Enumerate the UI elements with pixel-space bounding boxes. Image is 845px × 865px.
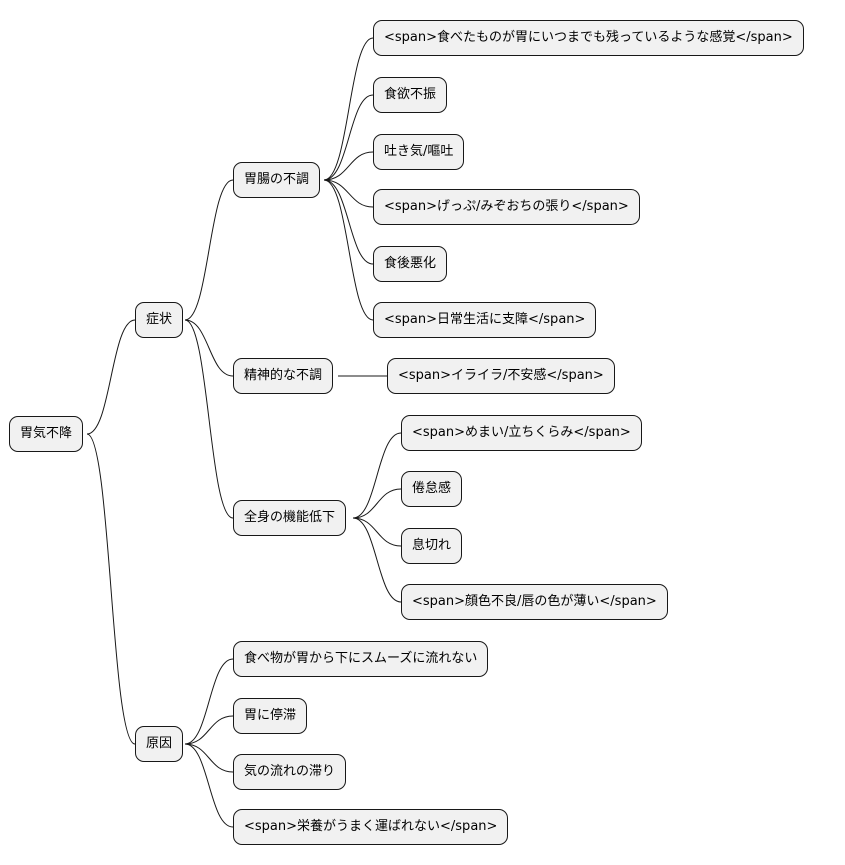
link-gi-4 xyxy=(323,179,374,208)
link-root-causes xyxy=(86,433,136,745)
node-cause-item: 食べ物が胃から下にスムーズに流れない xyxy=(233,641,489,677)
link-causes-1 xyxy=(184,658,234,745)
node-gi-group: 胃腸の不調 xyxy=(233,162,321,198)
link-body-2 xyxy=(352,488,402,519)
node-body-item: <span>顔色不良/唇の色が薄い</span> xyxy=(401,584,668,620)
node-gi-item: 吐き気/嘔吐 xyxy=(373,134,465,170)
link-symptoms-gi xyxy=(184,179,234,321)
node-gi-item: <span>日常生活に支障</span> xyxy=(373,302,597,338)
link-causes-3 xyxy=(184,743,234,773)
link-gi-2 xyxy=(323,94,374,181)
link-gi-3 xyxy=(323,151,374,181)
link-root-symptoms xyxy=(86,319,136,435)
node-gi-item: <span>食べたものが胃にいつまでも残っているような感覚</span> xyxy=(373,20,804,56)
node-body-item: 倦怠感 xyxy=(401,471,463,507)
link-causes-2 xyxy=(184,715,234,745)
link-causes-4 xyxy=(184,743,234,828)
link-symptoms-body xyxy=(184,319,234,519)
link-gi-5 xyxy=(323,179,374,265)
link-body-3 xyxy=(352,517,402,547)
node-cause-item: 気の流れの滞り xyxy=(233,754,347,790)
node-body-item: 息切れ xyxy=(401,528,463,564)
link-body-1 xyxy=(352,432,402,519)
node-cause-item: <span>栄養がうまく運ばれない</span> xyxy=(233,809,509,845)
node-mental-group: 精神的な不調 xyxy=(233,358,334,394)
node-cause-item: 胃に停滞 xyxy=(233,698,308,734)
node-causes: 原因 xyxy=(135,726,184,762)
node-root: 胃気不降 xyxy=(9,416,84,452)
link-gi-1 xyxy=(323,37,374,181)
node-gi-item: <span>げっぷ/みぞおちの張り</span> xyxy=(373,189,640,225)
link-symptoms-mental xyxy=(184,319,234,377)
node-gi-item: 食欲不振 xyxy=(373,77,448,113)
link-gi-6 xyxy=(323,179,374,321)
node-mental-item: <span>イライラ/不安感</span> xyxy=(387,358,615,394)
link-body-4 xyxy=(352,517,402,603)
node-body-group: 全身の機能低下 xyxy=(233,500,347,536)
node-gi-item: 食後悪化 xyxy=(373,246,448,282)
node-body-item: <span>めまい/立ちくらみ</span> xyxy=(401,415,642,451)
node-symptoms: 症状 xyxy=(135,302,184,338)
